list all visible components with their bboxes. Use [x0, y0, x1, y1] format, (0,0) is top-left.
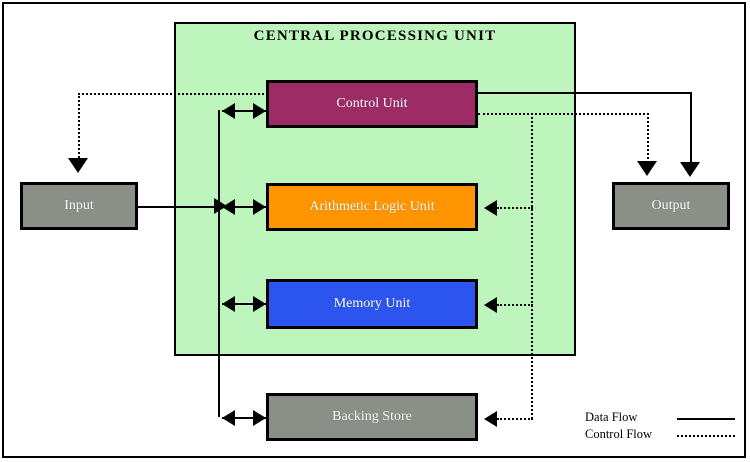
node-backing-store-label: Backing Store	[332, 409, 412, 424]
edge-control-to-alu	[497, 207, 533, 209]
control-bus-vertical	[531, 113, 533, 419]
node-memory-unit[interactable]: Memory Unit	[266, 279, 478, 329]
edge-input-to-bus	[138, 206, 216, 208]
arrowhead-bus-alu-left	[222, 199, 235, 215]
edge-control-to-backing	[497, 418, 533, 420]
edge-bus-memory	[222, 303, 266, 305]
arrowhead-data-into-output	[680, 162, 700, 177]
edge-bus-control	[222, 110, 266, 112]
arrowhead-bus-backing-left	[222, 410, 235, 426]
edge-control-bus-horizontal	[478, 113, 649, 115]
arrowhead-bus-alu-right	[253, 199, 266, 215]
edge-bus-backing	[222, 417, 266, 419]
arrowhead-control-into-alu	[484, 200, 497, 216]
node-output-label: Output	[651, 198, 691, 213]
edge-bus-alu	[222, 206, 266, 208]
edge-control-to-output-dotted-vertical	[647, 113, 649, 163]
arrowhead-bus-memory-left	[222, 296, 235, 312]
arrowhead-bus-backing-right	[253, 410, 266, 426]
legend-swatch-solid-line	[677, 418, 735, 420]
data-bus-vertical	[218, 110, 220, 417]
edge-control-to-memory	[497, 304, 533, 306]
legend-item-control-flow: Control Flow	[585, 427, 735, 444]
legend-label-control-flow: Control Flow	[585, 427, 653, 441]
cpu-region-title: CENTRAL PROCESSING UNIT	[253, 28, 497, 44]
edge-control-to-output-horizontal	[478, 92, 690, 94]
arrowhead-bus-control-right	[253, 103, 266, 119]
node-input-label: Input	[64, 198, 94, 213]
node-control-unit[interactable]: Control Unit	[266, 80, 478, 128]
node-input[interactable]: Input	[20, 182, 138, 230]
node-backing-store[interactable]: Backing Store	[266, 393, 478, 441]
arrowhead-control-into-backing	[484, 411, 497, 427]
edge-control-to-output-vertical	[690, 92, 692, 162]
arrowhead-bus-memory-right	[253, 296, 266, 312]
legend-swatch-dotted-line	[677, 435, 735, 437]
node-output[interactable]: Output	[612, 182, 730, 230]
arrowhead-bus-control-left	[222, 103, 235, 119]
node-control-unit-label: Control Unit	[336, 96, 408, 111]
arrowhead-control-into-memory	[484, 297, 497, 313]
node-arithmetic-logic-unit-label: Arithmetic Logic Unit	[309, 199, 435, 214]
legend-item-data-flow: Data Flow	[585, 410, 735, 427]
legend: Data Flow Control Flow	[585, 410, 735, 444]
edge-control-to-input-vertical	[78, 93, 80, 158]
arrowhead-control-into-input	[68, 158, 88, 173]
node-arithmetic-logic-unit[interactable]: Arithmetic Logic Unit	[266, 183, 478, 231]
outer-border	[2, 2, 746, 458]
edge-control-to-input-horizontal	[78, 93, 268, 95]
legend-label-data-flow: Data Flow	[585, 410, 638, 424]
node-memory-unit-label: Memory Unit	[333, 296, 411, 311]
arrowhead-control-into-output	[637, 161, 657, 176]
